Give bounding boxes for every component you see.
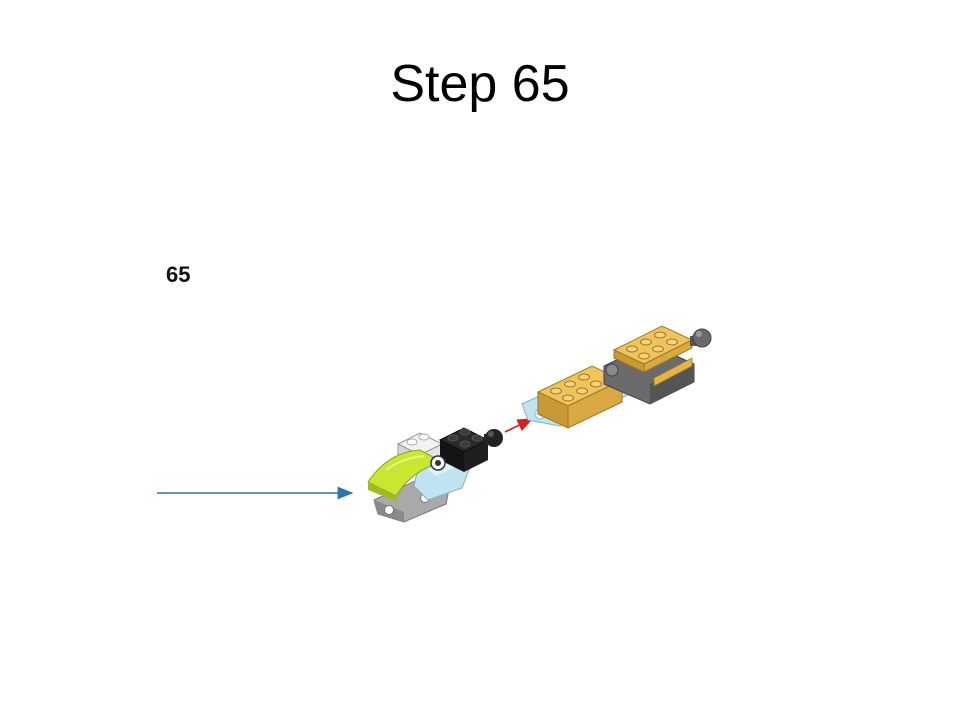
right-subassembly xyxy=(521,325,712,429)
left-subassembly xyxy=(367,427,503,523)
gray-plate xyxy=(373,473,451,523)
gray-knob xyxy=(690,328,712,348)
lime-curved-slope xyxy=(367,449,444,502)
yellow-brick-upper xyxy=(612,325,694,387)
yellow-brick-lower xyxy=(536,365,624,429)
black-ball-joint xyxy=(484,429,503,447)
assembly-arrow-icon xyxy=(504,418,534,433)
slide-title: Step 65 xyxy=(390,55,570,113)
step-number: 65 xyxy=(166,262,191,287)
